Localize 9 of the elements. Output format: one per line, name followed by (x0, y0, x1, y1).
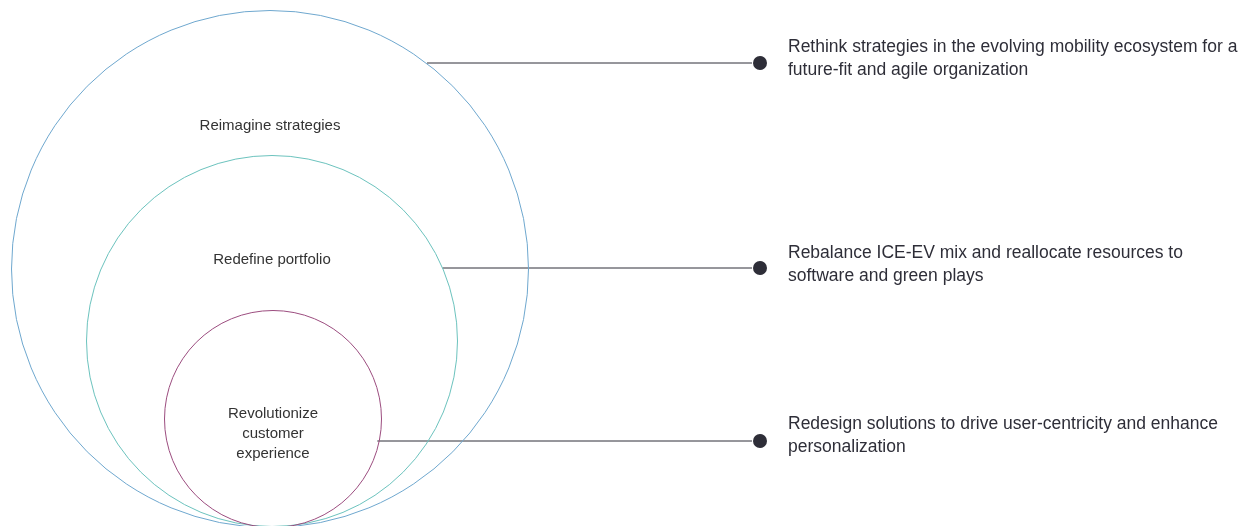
leader-line (426, 56, 767, 70)
circle-label: Reimagine strategies (198, 115, 342, 135)
description-text: Rebalance ICE-EV mix and reallocate resources to software and green plays (752, 241, 1243, 287)
description-text: Redesign solutions to drive user-centricity and enhance personalization (752, 412, 1243, 458)
description-text: Rethink strategies in the evolving mobility ecosystem for a future-fit and agile organization (752, 35, 1243, 81)
circle-label: Redefine portfolio (212, 249, 332, 269)
leader-line (376, 434, 767, 448)
circle-label: Revolutionize customer experience (226, 403, 320, 463)
leader-line (442, 261, 767, 275)
